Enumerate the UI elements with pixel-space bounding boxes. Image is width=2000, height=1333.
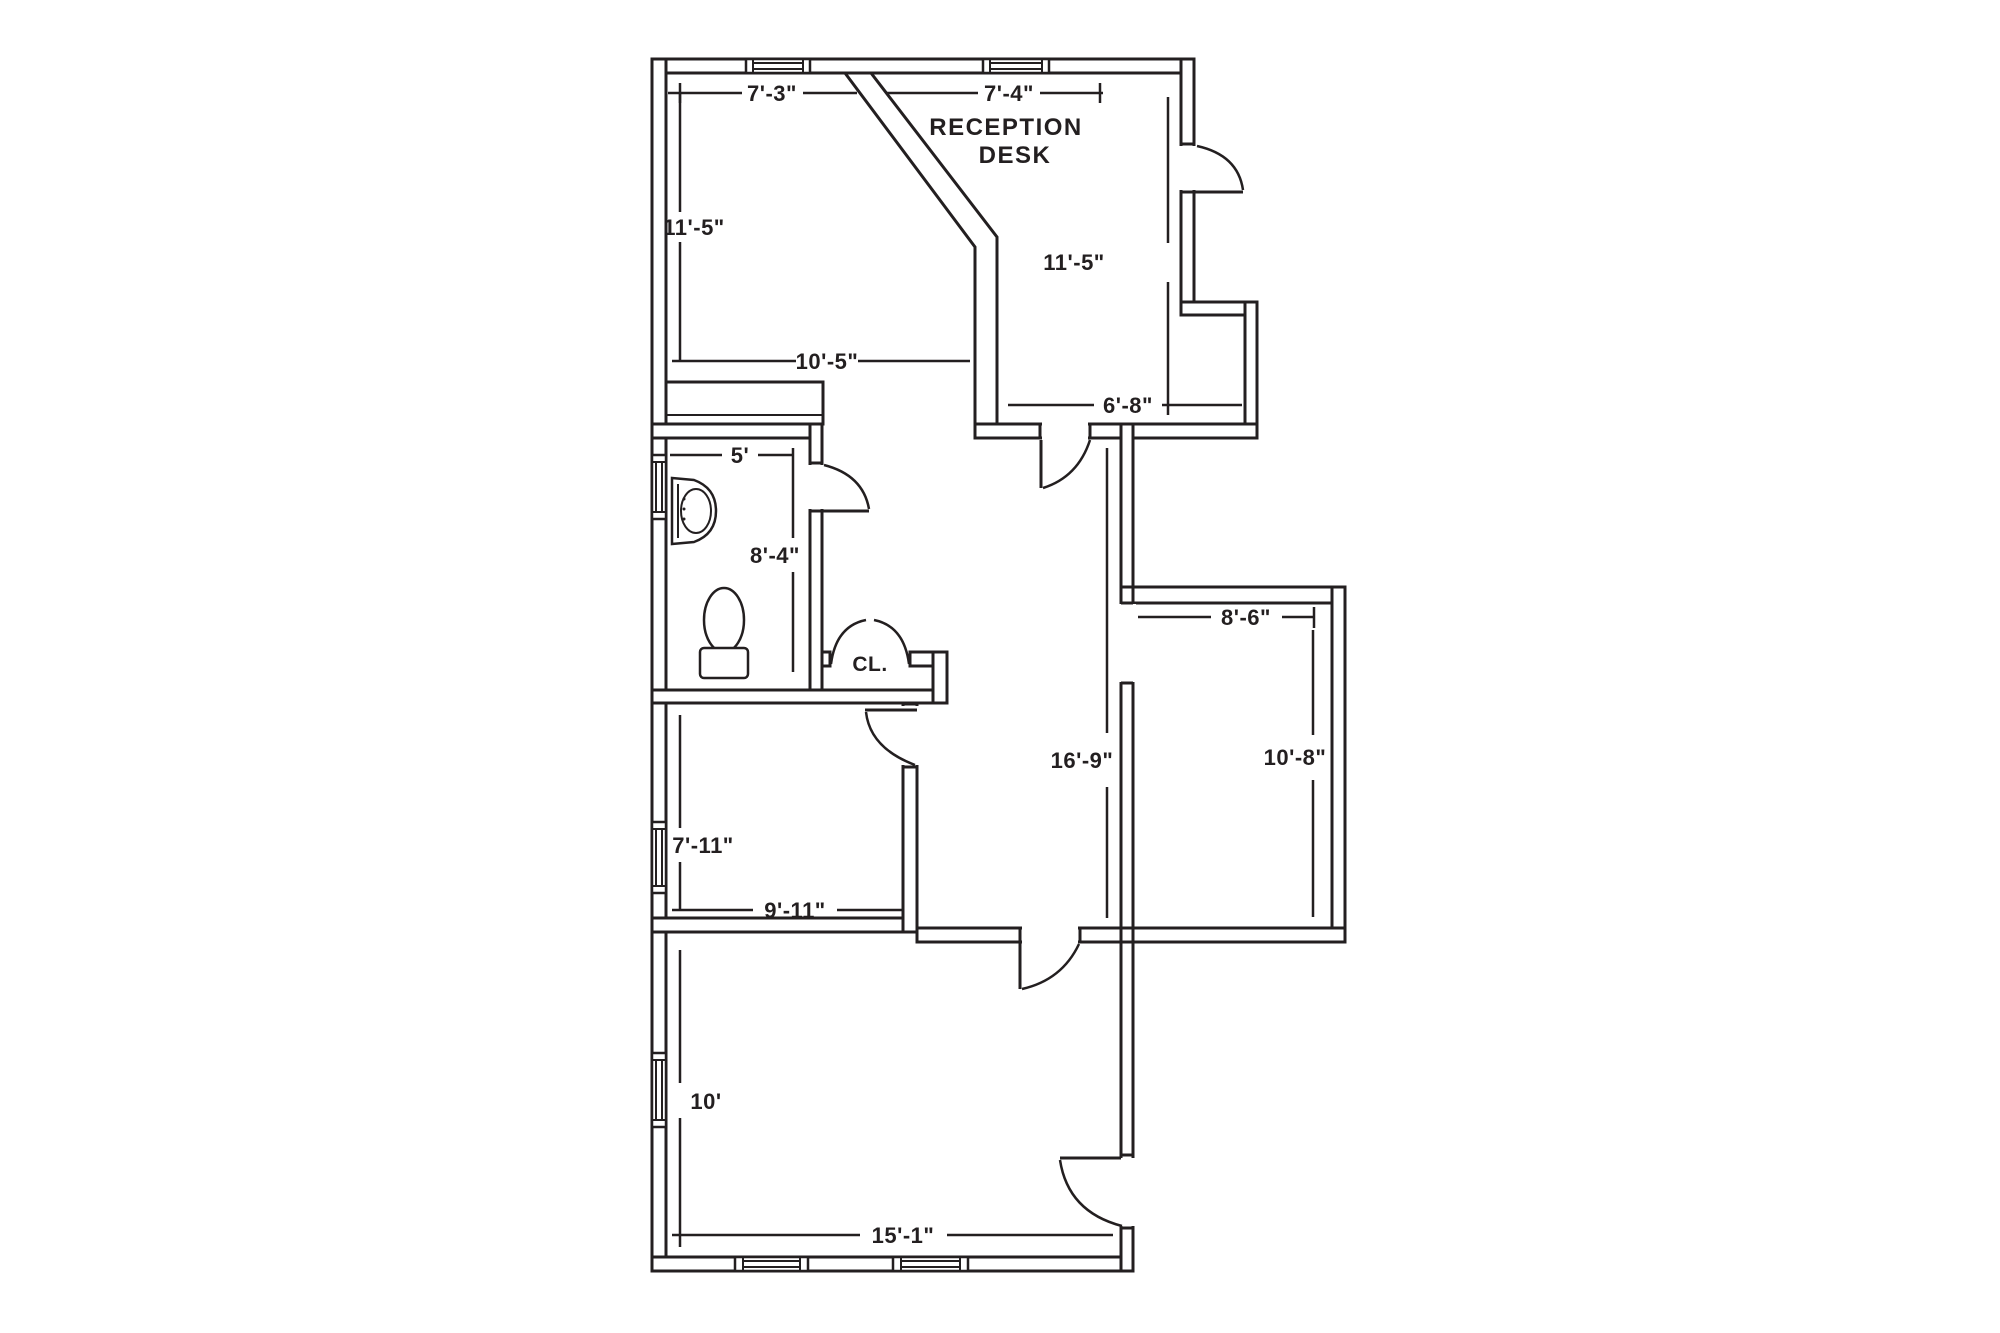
wall-right-room-top <box>1119 585 1347 605</box>
closet-door-left-arc <box>829 618 867 665</box>
dim-bathroom-height: 8'-4" <box>750 543 800 568</box>
walls <box>650 57 1347 1273</box>
opening-corridor-right-room <box>1118 601 1136 685</box>
window-bottom-2 <box>891 1255 970 1273</box>
toilet <box>698 586 750 680</box>
bathroom-door-swing-arc <box>823 463 871 510</box>
room-label-reception-line2: DESK <box>979 142 1052 169</box>
window-left-bathroom <box>650 453 668 521</box>
cabinet-band <box>664 380 825 426</box>
dim-office-height: 7'-11" <box>672 833 733 858</box>
room-label-closet: CL. <box>852 653 887 676</box>
dim-office-width: 9'-11" <box>764 898 825 923</box>
right-room-door <box>1058 1153 1135 1230</box>
bottom-room-hall-door-swing-arc <box>1021 943 1081 991</box>
entrance-door-swing-arc <box>1196 144 1245 191</box>
wall-bathroom-top <box>650 422 824 440</box>
dim-top-left-bottom: 10'-5" <box>796 349 859 374</box>
window-left-office <box>650 820 668 895</box>
reception-hall-door-swing-arc <box>1042 439 1092 490</box>
wall-right-room-right <box>1330 585 1347 944</box>
dim-hall-length: 16'-9" <box>1051 748 1114 773</box>
bathroom-fixtures <box>670 476 750 680</box>
office-door-swing-arc <box>864 711 916 767</box>
wall-right-room-bottom <box>1119 926 1347 944</box>
wall-top <box>650 57 1196 75</box>
wall-reception-angled <box>842 71 999 426</box>
bottom-room-hall-door <box>1018 926 1082 991</box>
room-label-reception-line1: RECEPTION <box>929 114 1083 141</box>
window-left-bottom-room <box>650 1051 668 1129</box>
dim-top-left-height: 11'-5" <box>663 215 724 240</box>
dimension-lines <box>668 83 1316 1247</box>
wall-closet-pier-right <box>908 650 935 668</box>
wall-corridor <box>1119 422 1135 1273</box>
reception-hall-door <box>1038 422 1092 490</box>
wall-reception-bottom <box>973 422 1259 440</box>
wall-closet-pier-left <box>820 650 832 668</box>
labels: RECEPTION DESK 7'-3" 7'-4" 11'-5" 11'-5"… <box>663 81 1326 1248</box>
entrance-door <box>1179 142 1245 194</box>
sink <box>670 476 718 546</box>
dim-bottom-room-height: 10' <box>690 1089 721 1114</box>
dim-reception-bottom: 6'-8" <box>1103 393 1153 418</box>
window-top-1 <box>744 57 812 75</box>
wall-bathroom-bottom <box>650 688 949 705</box>
dim-right-room-width: 8'-6" <box>1221 605 1271 630</box>
closet-double-doors <box>829 618 911 665</box>
closet-door-right-arc <box>873 618 911 665</box>
bathroom-door <box>808 461 871 513</box>
dim-reception-top-width: 7'-4" <box>984 81 1034 106</box>
window-top-2 <box>981 57 1051 75</box>
right-room-door-swing-arc <box>1058 1159 1123 1228</box>
dim-top-left-width: 7'-3" <box>747 81 797 106</box>
dim-right-room-height: 10'-8" <box>1264 745 1327 770</box>
window-bottom-1 <box>733 1255 810 1273</box>
dim-bottom-room-width: 15'-1" <box>872 1223 935 1248</box>
corridor-wall-lines <box>1119 424 1135 1271</box>
wall-closet-right <box>931 650 949 705</box>
windows <box>650 57 1051 1273</box>
office-door <box>864 702 919 769</box>
dim-bathroom-width: 5' <box>731 443 749 468</box>
dim-reception-height: 11'-5" <box>1043 250 1104 275</box>
wall-alcove-right <box>1243 300 1259 440</box>
